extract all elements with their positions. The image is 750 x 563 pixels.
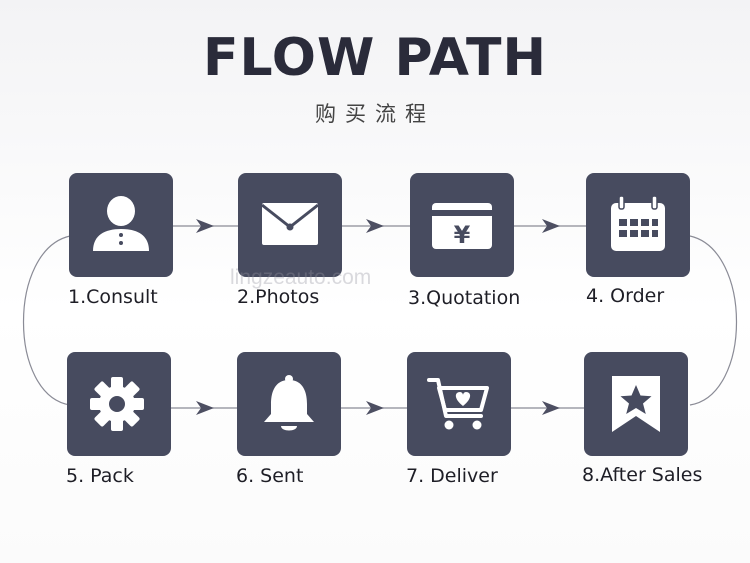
arrow-3-4 bbox=[542, 219, 560, 233]
step-order-tile bbox=[586, 173, 690, 277]
arrow-2-3 bbox=[366, 219, 384, 233]
step-after-sales-label: 8.After Sales bbox=[582, 464, 703, 486]
step-pack-label: 5. Pack bbox=[66, 465, 134, 487]
step-deliver-label: 7. Deliver bbox=[406, 465, 498, 487]
step-order-label: 4. Order bbox=[586, 285, 665, 307]
person-icon bbox=[93, 196, 149, 251]
cart-heart-icon bbox=[427, 378, 489, 430]
step-photos-label: 2.Photos bbox=[237, 286, 320, 308]
step-sent-label: 6. Sent bbox=[236, 465, 304, 487]
yen-card-icon: ¥ bbox=[432, 203, 492, 249]
svg-text:¥: ¥ bbox=[454, 221, 471, 249]
step-deliver-tile bbox=[407, 352, 511, 456]
envelope-icon bbox=[261, 203, 319, 245]
step-photos-tile bbox=[238, 173, 342, 277]
arrow-6-7 bbox=[366, 401, 384, 415]
step-consult-tile bbox=[69, 173, 173, 277]
left-loop-line bbox=[23, 235, 71, 406]
page-title: FLOW PATH bbox=[202, 28, 547, 88]
watermark-text: lingzeauto.com bbox=[230, 266, 372, 289]
step-consult-label: 1.Consult bbox=[68, 286, 158, 308]
step-after-sales-tile bbox=[584, 352, 688, 456]
step-quotation-label: 3.Quotation bbox=[408, 287, 521, 309]
calendar-icon bbox=[611, 195, 665, 251]
step-sent-tile bbox=[237, 352, 341, 456]
arrow-7-8 bbox=[542, 401, 560, 415]
arrow-5-6 bbox=[196, 401, 214, 415]
right-loop-line bbox=[689, 235, 737, 406]
step-quotation-tile: ¥ bbox=[410, 173, 514, 277]
arrow-1-2 bbox=[196, 219, 214, 233]
bell-icon bbox=[264, 375, 314, 431]
star-ribbon-icon bbox=[612, 376, 660, 432]
gear-icon bbox=[90, 377, 144, 431]
page-subtitle: 购买流程 bbox=[315, 102, 435, 126]
step-pack-tile bbox=[67, 352, 171, 456]
